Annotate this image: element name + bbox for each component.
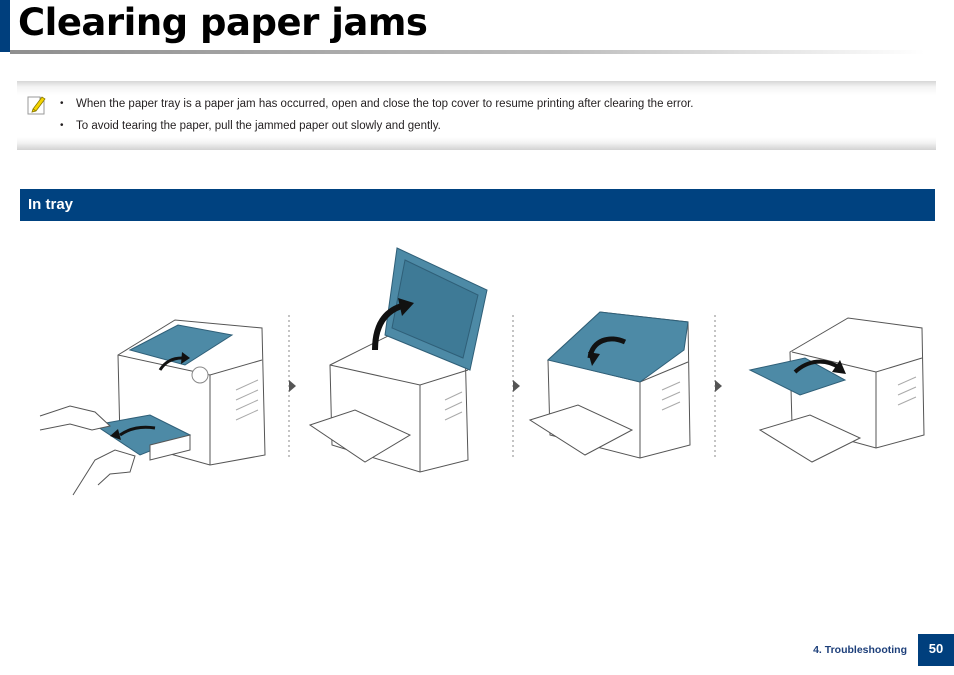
section-title: In tray [28,196,74,213]
step-open-cover-illustration [308,247,488,473]
note-pencil-icon [27,96,46,115]
note-list: When the paper tray is a paper jam has o… [60,93,694,137]
section-header: In tray [20,189,935,221]
note-box: When the paper tray is a paper jam has o… [17,81,936,150]
step-arrow-icon [289,380,296,392]
header-accent-bar [0,0,10,52]
step-arrow-icon [513,380,520,392]
step-close-cover-illustration [528,311,691,459]
step-remove-paper-illustration [748,317,925,463]
title-divider [10,50,925,54]
step-arrow-icon [715,380,722,392]
instruction-illustration [39,247,925,496]
page-title: Clearing paper jams [18,1,428,44]
list-item: To avoid tearing the paper, pull the jam… [60,115,694,137]
page-number: 50 [918,634,954,666]
list-item: When the paper tray is a paper jam has o… [60,93,694,115]
footer-chapter-label: 4. Troubleshooting [813,644,907,656]
step-pull-paper-illustration [39,319,266,496]
